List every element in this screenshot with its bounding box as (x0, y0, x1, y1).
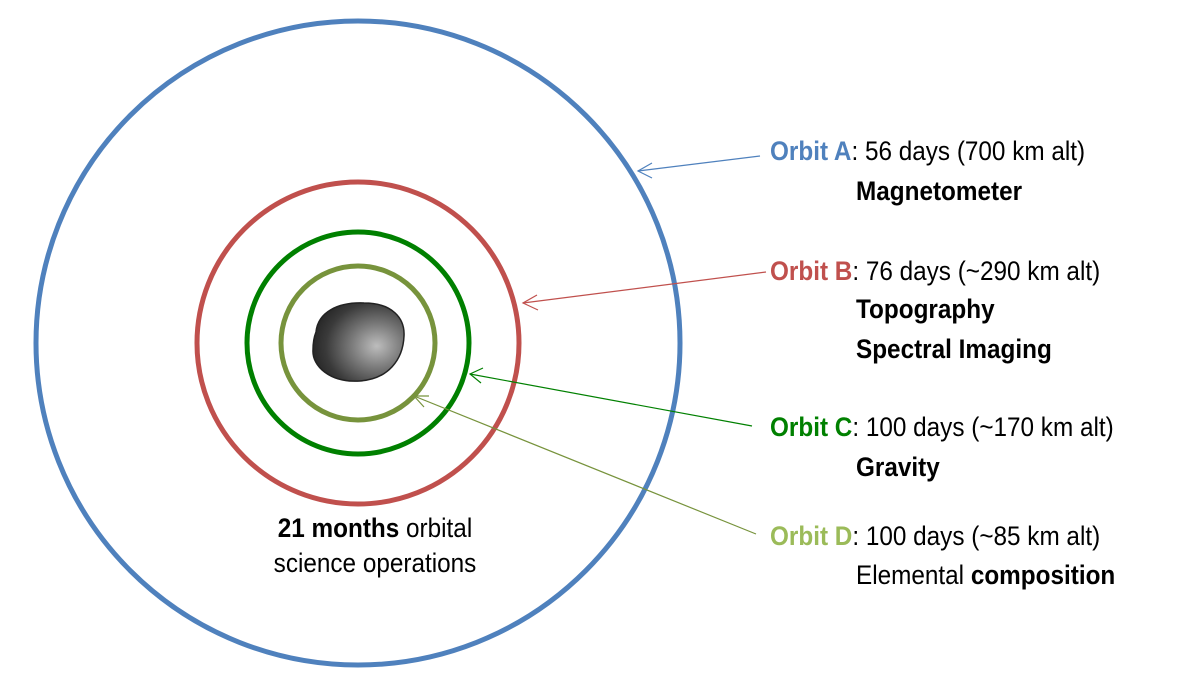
orbit-d-details: : 100 days (~85 km alt) (852, 521, 1101, 551)
orbit-c-instrument: Gravity (856, 452, 940, 482)
orbit-b-instrument-2: Spectral Imaging (856, 334, 1052, 364)
orbit-c-label: Orbit C: 100 days (~170 km alt) (770, 410, 1114, 444)
orbit-a-ring (33, 18, 683, 668)
orbit-d-instrument-bold: composition (970, 560, 1116, 590)
orbit-b-ring (194, 179, 522, 507)
orbit-a-pointer (636, 155, 761, 179)
orbit-c-pointer (468, 367, 753, 427)
orbit-a-instrument: Magnetometer (856, 176, 1023, 206)
orbit-b-name: Orbit B (770, 256, 853, 286)
orbit-d-pointer (412, 395, 757, 535)
orbit-d-ring (278, 263, 438, 423)
orbit-c-details: : 100 days (~170 km alt) (852, 412, 1114, 442)
orbit-a-label: Orbit A: 56 days (700 km alt) (770, 134, 1085, 168)
caption-line-1: 21 months orbital (263, 511, 488, 546)
asteroid-body (312, 302, 405, 382)
orbit-b-label: Orbit B: 76 days (~290 km alt) (770, 254, 1100, 288)
orbit-b-details: : 76 days (~290 km alt) (852, 256, 1101, 286)
orbit-c-ring (244, 229, 472, 457)
orbit-b-pointer (521, 271, 767, 311)
orbit-a-details: : 56 days (700 km alt) (851, 136, 1086, 166)
mission-caption: 21 months orbital science operations (263, 511, 488, 581)
orbit-c-name: Orbit C (770, 412, 853, 442)
orbit-d-instrument: Elemental composition (856, 558, 1115, 592)
orbit-d-instrument-prefix: Elemental (856, 560, 971, 590)
caption-line-1-rest: orbital (399, 513, 473, 543)
caption-line-2: science operations (273, 548, 477, 578)
orbit-d-label: Orbit D: 100 days (~85 km alt) (770, 519, 1100, 553)
caption-duration: 21 months (277, 513, 400, 543)
orbit-d-name: Orbit D (770, 521, 853, 551)
orbit-b-instrument-1: Topography (856, 294, 995, 324)
orbit-a-name: Orbit A (770, 136, 852, 166)
